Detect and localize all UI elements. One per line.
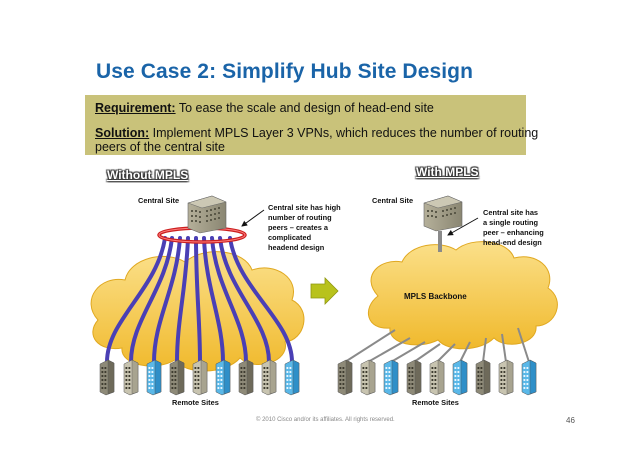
with-mpls-heading: With MPLS bbox=[416, 165, 479, 179]
left-central-site-label: Central Site bbox=[138, 196, 180, 205]
remote-site-building bbox=[337, 359, 353, 396]
slide-title: Use Case 2: Simplify Hub Site Design bbox=[96, 60, 474, 83]
solution-line-2: peers of the central site bbox=[95, 140, 225, 154]
without-mpls-heading: Without MPLS bbox=[107, 168, 189, 182]
remote-site-building bbox=[169, 359, 185, 396]
remote-site-building bbox=[123, 359, 139, 396]
remote-site-building bbox=[475, 359, 491, 396]
right-central-site-label: Central Site bbox=[372, 196, 414, 205]
remote-site-building bbox=[498, 359, 514, 396]
right-remote-sites-label: Remote Sites bbox=[412, 398, 459, 407]
remote-site-building bbox=[429, 359, 445, 396]
requirement-text: To ease the scale and design of head-end… bbox=[175, 101, 434, 115]
left-central-building bbox=[187, 195, 227, 234]
left-annotation: Central site has high number of routing … bbox=[268, 203, 341, 252]
right-spokes bbox=[344, 327, 530, 363]
right-remote-sites bbox=[337, 359, 537, 396]
requirement-line: Requirement: To ease the scale and desig… bbox=[95, 101, 434, 115]
remote-site-building bbox=[360, 359, 376, 396]
right-annotation-arrow bbox=[447, 217, 479, 236]
solution-line: Solution: Implement MPLS Layer 3 VPNs, w… bbox=[95, 126, 538, 140]
left-remote-sites bbox=[99, 359, 300, 396]
left-annotation-arrow bbox=[241, 209, 265, 227]
solution-text: Implement MPLS Layer 3 VPNs, which reduc… bbox=[149, 126, 539, 140]
remote-site-building bbox=[383, 359, 399, 396]
requirement-band bbox=[85, 95, 526, 155]
solution-label: Solution: bbox=[95, 126, 150, 140]
remote-site-building bbox=[284, 359, 300, 396]
transition-arrow bbox=[310, 277, 339, 305]
remote-site-building bbox=[215, 359, 231, 396]
remote-site-building bbox=[99, 359, 115, 396]
remote-site-building bbox=[192, 359, 208, 396]
remote-site-building bbox=[261, 359, 277, 396]
right-annotation: Central site has a single routing peer –… bbox=[483, 208, 544, 247]
left-remote-sites-label: Remote Sites bbox=[172, 398, 219, 407]
right-cloud bbox=[368, 241, 558, 350]
copyright-footer: © 2010 Cisco and/or its affiliates. All … bbox=[256, 417, 395, 423]
remote-site-building bbox=[452, 359, 468, 396]
remote-site-building bbox=[238, 359, 254, 396]
remote-site-building bbox=[146, 359, 162, 396]
left-tunnels bbox=[105, 236, 294, 364]
mpls-backbone-label: MPLS Backbone bbox=[404, 292, 467, 301]
remote-site-building bbox=[406, 359, 422, 396]
remote-site-building bbox=[521, 359, 537, 396]
right-central-building bbox=[423, 195, 463, 232]
page-number: 46 bbox=[566, 416, 575, 425]
requirement-label: Requirement: bbox=[95, 101, 176, 115]
